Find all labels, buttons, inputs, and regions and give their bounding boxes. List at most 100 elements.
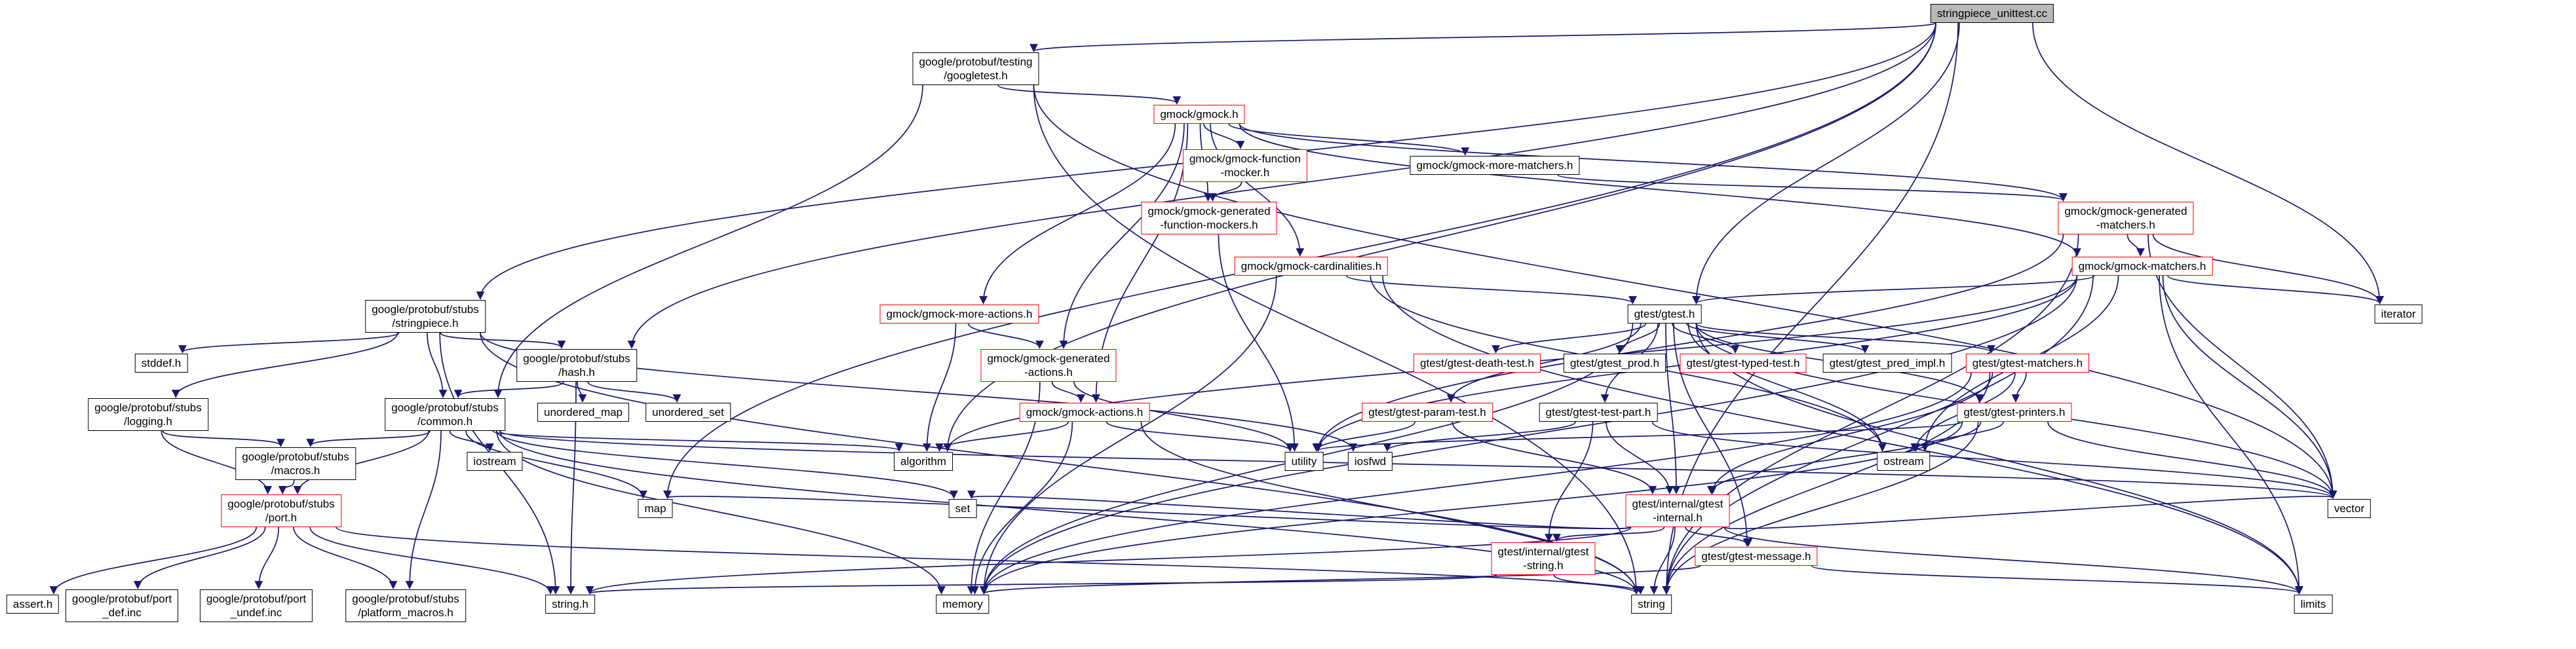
graph-node-macros[interactable]: google/protobuf/stubs/macros.h (235, 447, 356, 480)
graph-edge-gmock-genactions (1059, 123, 1185, 349)
graph-node-label: gtest/internal/gtest (1497, 546, 1589, 558)
graph-edge-gmock-genmatchers (1239, 123, 2067, 202)
graph-node-morematchers[interactable]: gmock/gmock-more-matchers.h (1410, 156, 1580, 175)
graph-edge-gmockmatchers-vector (2162, 275, 2337, 499)
graph-node-map[interactable]: map (638, 499, 673, 518)
graph-node-hash[interactable]: google/protobuf/stubs/hash.h (516, 349, 637, 382)
graph-node-utility[interactable]: utility (1284, 452, 1324, 471)
graph-edge-message-limits (1811, 565, 2303, 595)
graph-edge-root-string (1662, 22, 1959, 595)
graph-edge-gtestinternal-stringh (586, 527, 1632, 595)
graph-edge-gmock-moreactions (979, 123, 1176, 305)
graph-node-gmockmatchers[interactable]: gmock/gmock-matchers.h (2071, 257, 2213, 276)
graph-node-portdef[interactable]: google/protobuf/port_def.inc (65, 589, 179, 622)
graph-edge-gtest-gtestinternal (1665, 323, 1681, 494)
graph-node-algorithm[interactable]: algorithm (894, 452, 953, 471)
graph-node-testpart[interactable]: gtest/gtest-test-part.h (1539, 403, 1658, 422)
graph-edge-stringpiece-common (427, 332, 448, 398)
graph-node-label: string.h (552, 598, 588, 610)
graph-node-port[interactable]: google/protobuf/stubs/port.h (221, 494, 341, 527)
graph-edge-common-macros (306, 430, 431, 447)
graph-node-label: -function-mockers.h (1160, 219, 1258, 231)
graph-edge-message-memory (980, 565, 1701, 595)
graph-edge-gmockmatchers-iterator (2167, 275, 2384, 305)
graph-node-label: gtest/gtest_prod.h (1569, 357, 1660, 369)
graph-node-gtestinternal[interactable]: gtest/internal/gtest-internal.h (1625, 494, 1730, 527)
graph-node-label: gtest/gtest-matchers.h (1972, 357, 2083, 369)
graph-node-unorderedset[interactable]: unordered_set (645, 403, 731, 422)
graph-edge-gtestinternal-vector (1723, 490, 2337, 530)
graph-node-string[interactable]: string (1631, 595, 1672, 614)
graph-edge-gtestinternal-limits (1723, 527, 2303, 595)
graph-node-ostream[interactable]: ostream (1877, 452, 1931, 471)
graph-node-stringpiece[interactable]: google/protobuf/stubs/stringpiece.h (365, 300, 486, 333)
graph-node-portundef[interactable]: google/protobuf/port_undef.inc (199, 589, 313, 622)
graph-node-gmock[interactable]: gmock/gmock.h (1153, 105, 1245, 124)
graph-edge-cardinalities-gtest (1346, 275, 1637, 305)
graph-node-stddef[interactable]: stddef.h (134, 354, 188, 373)
graph-edge-gmock-fnmocker (1203, 123, 1245, 149)
graph-node-gteststring[interactable]: gtest/internal/gtest-string.h (1491, 542, 1596, 575)
graph-node-stringh[interactable]: string.h (545, 595, 595, 614)
graph-node-iosfwd[interactable]: iosfwd (1347, 452, 1393, 471)
graph-node-label: memory (942, 598, 983, 610)
graph-node-gtest[interactable]: gtest/gtest.h (1627, 305, 1702, 324)
graph-node-unorderedmap[interactable]: unordered_map (537, 403, 630, 422)
graph-edge-logging-macros (162, 430, 285, 447)
graph-node-googletest[interactable]: google/protobuf/testing/googletest.h (912, 52, 1039, 85)
graph-node-label: gmock/gmock-actions.h (1026, 406, 1144, 418)
graph-node-fnmocker[interactable]: gmock/gmock-function-mocker.h (1182, 149, 1308, 182)
graph-node-label: google/protobuf/testing (919, 56, 1033, 68)
graph-node-logging[interactable]: google/protobuf/stubs/logging.h (88, 398, 208, 431)
graph-node-message[interactable]: gtest/gtest-message.h (1695, 547, 1818, 566)
graph-edge-moreactions-algorithm (923, 323, 957, 452)
graph-edge-genactions-gmockactions (1051, 381, 1085, 403)
graph-node-label: gmock/gmock-more-matchers.h (1416, 159, 1573, 172)
graph-node-deathtest[interactable]: gtest/gtest-death-test.h (1413, 354, 1541, 373)
graph-node-label: gmock/gmock-generated (987, 352, 1110, 365)
graph-node-set[interactable]: set (948, 499, 977, 518)
graph-edge-googletest-vector (1033, 84, 2337, 499)
graph-node-label: gmock/gmock-matchers.h (2078, 260, 2206, 272)
graph-node-predimpl[interactable]: gtest/gtest_pred_impl.h (1822, 354, 1952, 373)
graph-node-typedtest[interactable]: gtest/gtest-typed-test.h (1680, 354, 1807, 373)
graph-edge-printers-string (1662, 421, 1979, 595)
graph-node-label: /stringpiece.h (392, 317, 459, 329)
graph-edge-gtestmatchers-printers (2011, 372, 2027, 403)
graph-node-genactions[interactable]: gmock/gmock-generated-actions.h (980, 349, 1117, 382)
graph-edge-gmockmatchers-gtest (1692, 275, 2095, 305)
graph-node-label: _def.inc (102, 606, 142, 619)
graph-node-vector[interactable]: vector (2327, 499, 2372, 518)
graph-node-genfnmockers[interactable]: gmock/gmock-generated-function-mockers.h (1141, 202, 1277, 234)
graph-edge-common-vector (499, 430, 2337, 499)
graph-edge-port-string (336, 527, 1640, 595)
graph-node-cardinalities[interactable]: gmock/gmock-cardinalities.h (1234, 257, 1389, 276)
graph-edge-gtestmatchers-gtestinternal (1708, 372, 1993, 494)
graph-edge-googletest-gmock (997, 84, 1182, 105)
graph-node-assert[interactable]: assert.h (6, 595, 60, 614)
graph-node-limits[interactable]: limits (2294, 595, 2333, 614)
graph-node-moreactions[interactable]: gmock/gmock-more-actions.h (879, 305, 1039, 324)
graph-node-iostream[interactable]: iostream (467, 452, 523, 471)
graph-node-label: unordered_map (543, 406, 623, 418)
graph-edge-gtestmatchers-memory (980, 372, 1972, 595)
graph-node-iterator[interactable]: iterator (2374, 305, 2423, 324)
graph-node-gtestmatchers[interactable]: gtest/gtest-matchers.h (1965, 354, 2090, 373)
graph-node-label: set (955, 502, 971, 515)
graph-node-memory[interactable]: memory (936, 595, 990, 614)
graph-node-prod[interactable]: gtest/gtest_prod.h (1563, 354, 1666, 373)
graph-node-label: limits (2300, 598, 2326, 610)
graph-node-label: ostream (1883, 455, 1924, 468)
graph-node-common[interactable]: google/protobuf/stubs/common.h (385, 398, 505, 431)
graph-edge-root-hash (627, 22, 1936, 349)
graph-node-platformmacros[interactable]: google/protobuf/stubs/platform_macros.h (345, 589, 466, 622)
graph-node-label: gtest/gtest-typed-test.h (1686, 357, 1800, 369)
graph-node-printers[interactable]: gtest/gtest-printers.h (1957, 403, 2072, 422)
graph-node-gmockactions[interactable]: gmock/gmock-actions.h (1019, 403, 1150, 422)
graph-node-genmatchers[interactable]: gmock/gmock-generated-matchers.h (2058, 202, 2194, 234)
graph-edge-printers-utility (1314, 421, 1963, 452)
graph-node-paramtest[interactable]: gtest/gtest-param-test.h (1362, 403, 1493, 422)
graph-node-label: iosfwd (1354, 455, 1387, 468)
graph-node-root: stringpiece_unittest.cc (1930, 4, 2054, 23)
